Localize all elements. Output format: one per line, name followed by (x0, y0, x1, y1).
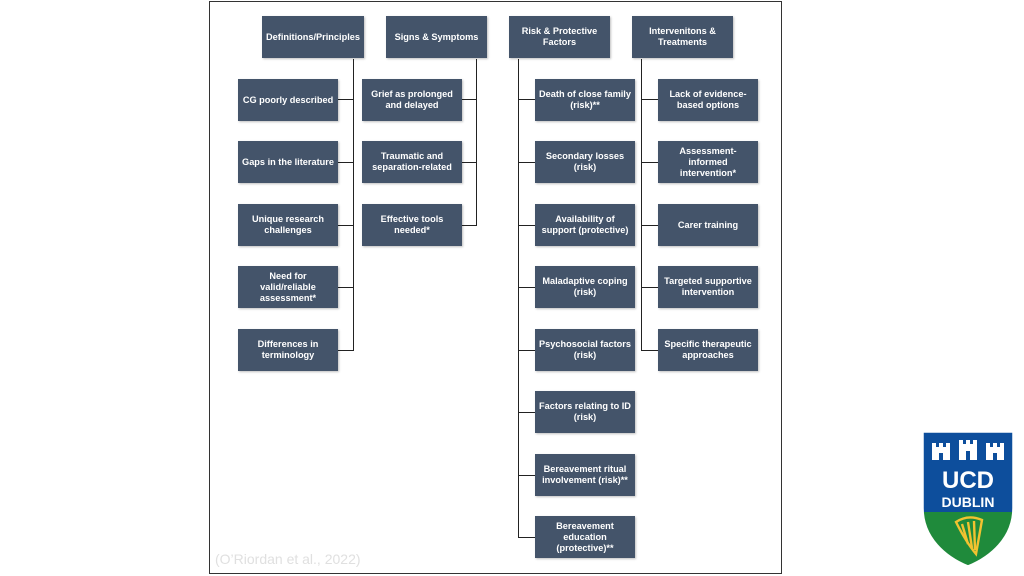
logo-text-ucd: UCD (942, 467, 994, 494)
risk-item: Secondary losses (risk) (535, 141, 635, 183)
connector-int-1 (641, 99, 658, 100)
connector-risk-2 (518, 162, 535, 163)
risk-item: Factors relating to ID (risk) (535, 391, 635, 433)
header-signs-symptoms: Signs & Symptoms (386, 16, 487, 58)
connector-risk-7 (518, 475, 535, 476)
definitions-item: Differences in terminology (238, 329, 338, 371)
connector-interventions (641, 59, 642, 350)
interventions-item: Lack of evidence- based options (658, 79, 758, 121)
header-interventions: Intervenitons & Treatments (632, 16, 733, 58)
connector-int-5 (641, 350, 658, 351)
connector-risk-6 (518, 412, 535, 413)
connector-definitions (353, 59, 354, 350)
header-definitions: Definitions/Principles (262, 16, 364, 58)
connector-risk-5 (518, 350, 535, 351)
connector-risk-8 (518, 537, 535, 538)
connector-risk (518, 59, 519, 538)
connector-signs-1 (461, 99, 477, 100)
ucd-crest-logo: UCD DUBLIN (922, 431, 1014, 567)
signs-item: Effective tools needed* (362, 204, 462, 246)
connector-def-4 (337, 287, 354, 288)
risk-item: Availability of support (protective) (535, 204, 635, 246)
interventions-item: Assessment- informed intervention* (658, 141, 758, 183)
interventions-item: Carer training (658, 204, 758, 246)
connector-risk-3 (518, 225, 535, 226)
connector-def-2 (337, 162, 354, 163)
signs-item: Traumatic and separation-related (362, 141, 462, 183)
risk-item: Bereavement ritual involvement (risk)** (535, 454, 635, 496)
connector-def-5 (337, 350, 354, 351)
logo-text-dublin: DUBLIN (942, 494, 995, 510)
connector-signs-2 (461, 162, 477, 163)
citation-text: (O’Riordan et al., 2022) (215, 551, 361, 567)
connector-int-2 (641, 162, 658, 163)
definitions-item: Unique research challenges (238, 204, 338, 246)
risk-item: Psychosocial factors (risk) (535, 329, 635, 371)
header-risk-protective: Risk & Protective Factors (509, 16, 610, 58)
risk-item: Maladaptive coping (risk) (535, 266, 635, 308)
definitions-item: Gaps in the literature (238, 141, 338, 183)
connector-risk-1 (518, 99, 535, 100)
risk-item: Death of close family (risk)** (535, 79, 635, 121)
interventions-item: Specific therapeutic approaches (658, 329, 758, 371)
connector-signs (476, 59, 477, 225)
connector-int-3 (641, 225, 658, 226)
harp-icon (954, 516, 984, 557)
definitions-item: CG poorly described (238, 79, 338, 121)
signs-item: Grief as prolonged and delayed (362, 79, 462, 121)
interventions-item: Targeted supportive intervention (658, 266, 758, 308)
risk-item: Bereavement education (protective)** (535, 516, 635, 558)
connector-def-1 (337, 99, 354, 100)
connector-signs-3 (461, 225, 477, 226)
connector-int-4 (641, 287, 658, 288)
definitions-item: Need for valid/reliable assessment* (238, 266, 338, 308)
connector-risk-4 (518, 287, 535, 288)
connector-def-3 (337, 225, 354, 226)
